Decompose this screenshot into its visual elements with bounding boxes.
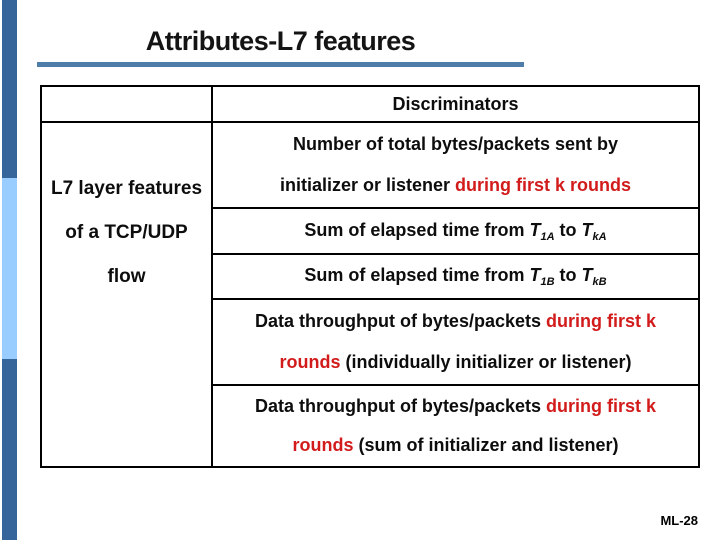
table-row-elapsed-time-b: Sum of elapsed time from T1B to TkB	[213, 255, 698, 300]
table-header-discriminators: Discriminators	[213, 87, 698, 123]
table-row-throughput-individual: Data throughput of bytes/packets during …	[213, 300, 698, 386]
slide-title: Attributes-L7 features	[145, 26, 416, 56]
accent-bar-segment-dark-top	[2, 0, 17, 178]
table-row-elapsed-time-a: Sum of elapsed time from T1A to TkA	[213, 209, 698, 255]
table-cell-empty-header	[42, 87, 211, 123]
left-accent-bar	[2, 0, 17, 540]
accent-bar-segment-light	[2, 178, 17, 359]
page-number: ML-28	[660, 513, 698, 528]
table-right-column: Discriminators Number of total bytes/pac…	[213, 87, 698, 466]
accent-bar-segment-dark-bottom	[2, 359, 17, 540]
table-row-throughput-sum: Data throughput of bytes/packets during …	[254, 396, 657, 455]
title-underline	[37, 62, 524, 67]
